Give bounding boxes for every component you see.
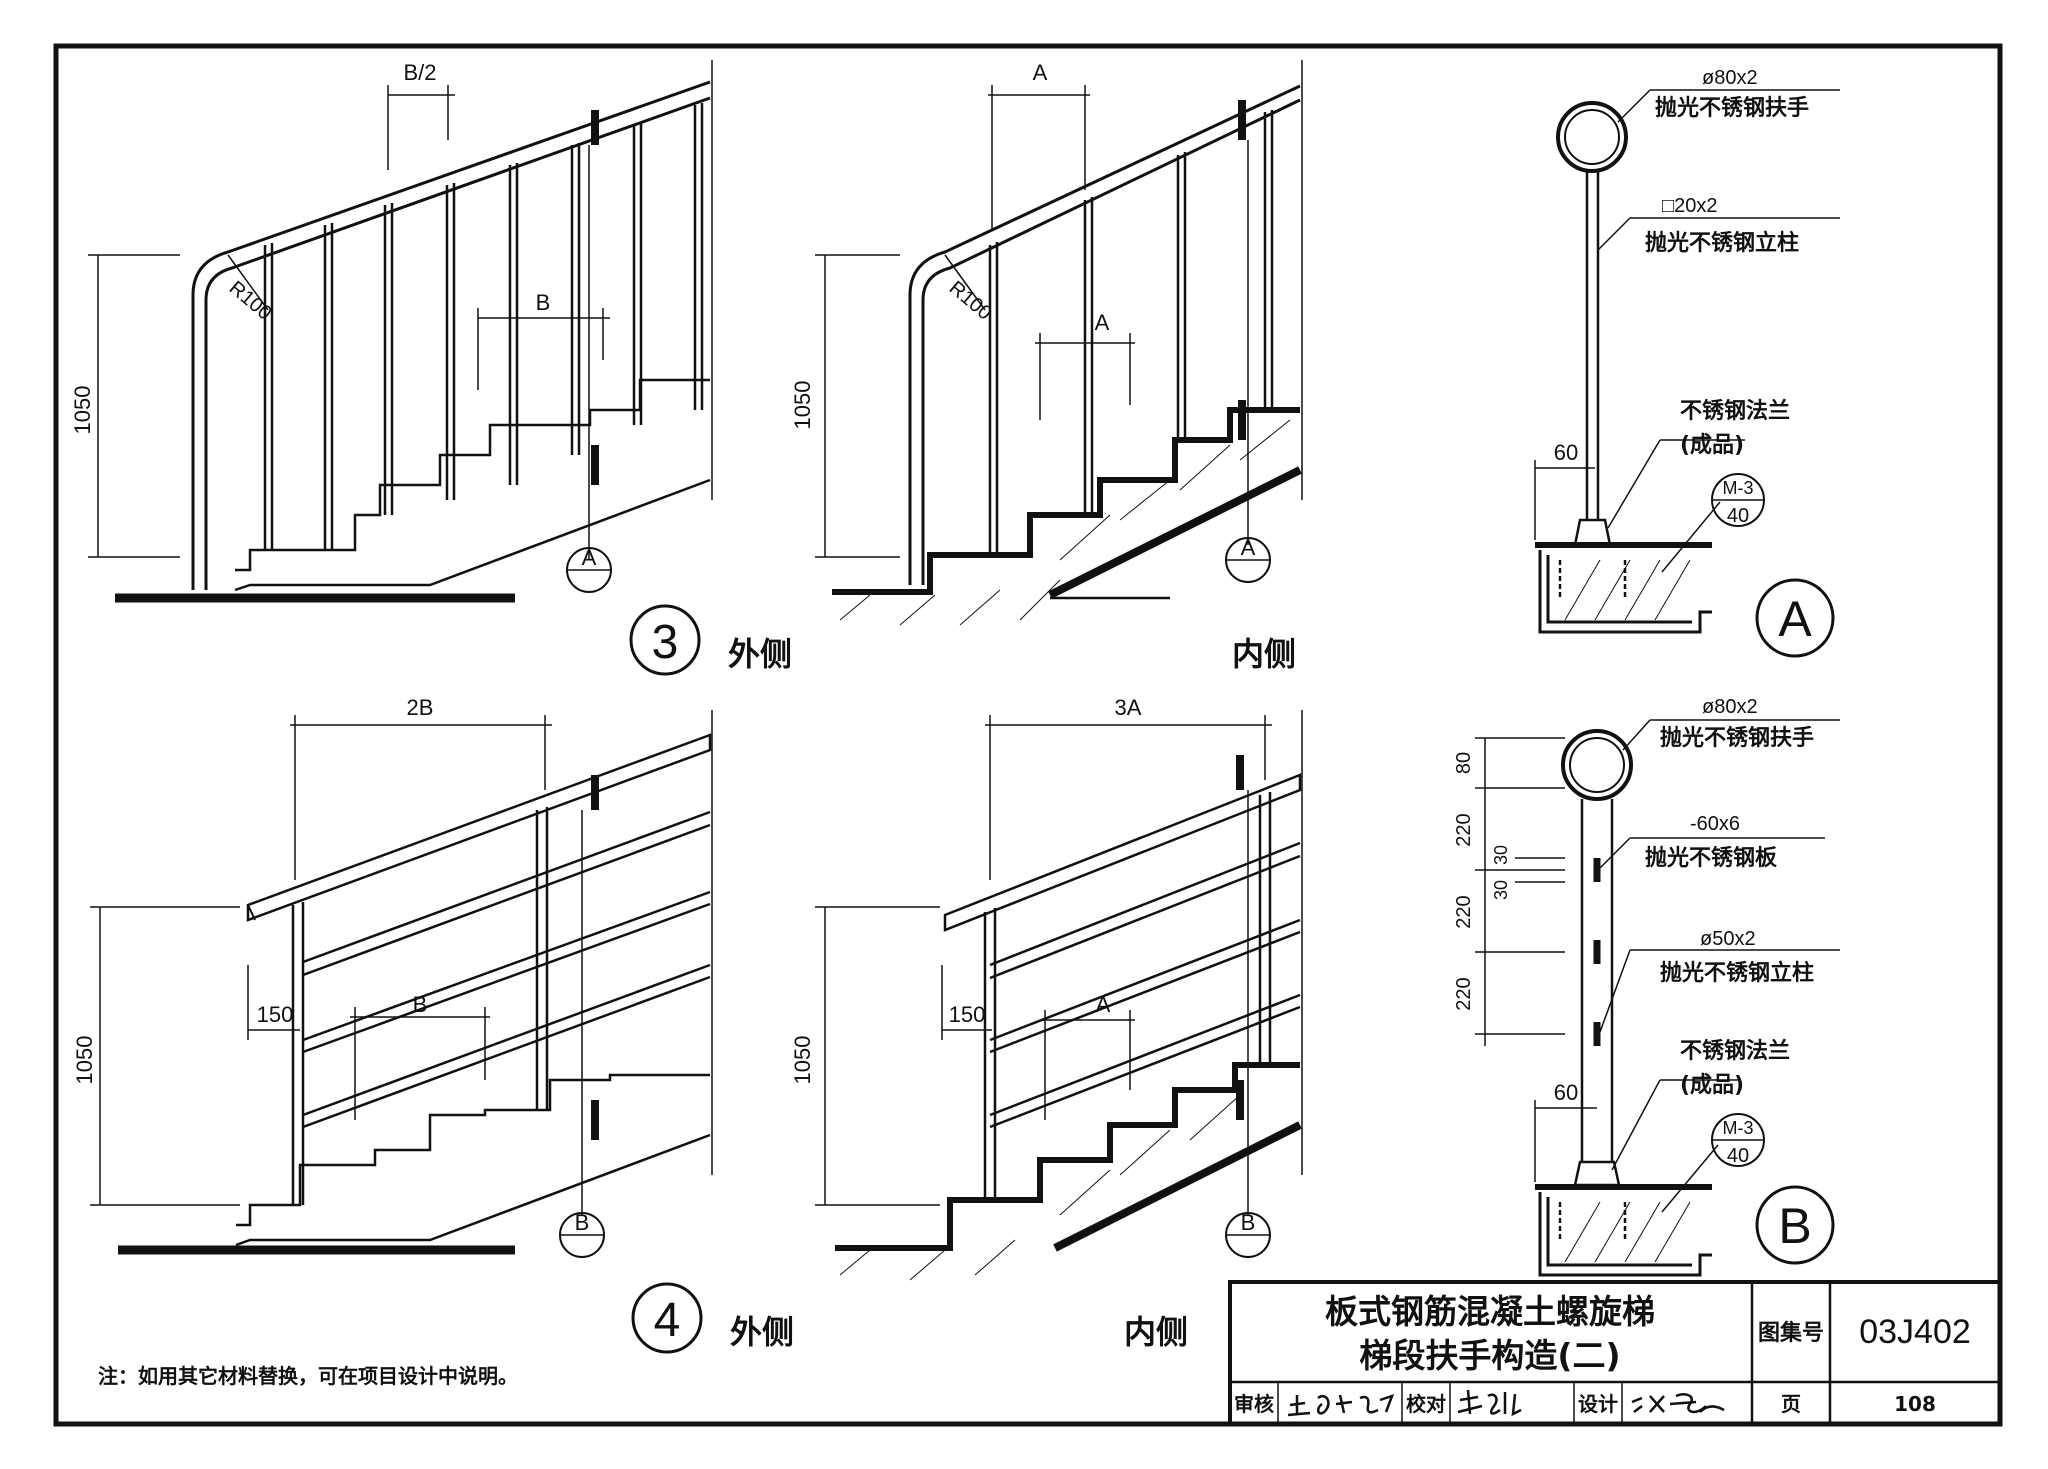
detail4-outer-offset-dim: 150 (257, 1002, 294, 1027)
sheet-border (53, 43, 2003, 1427)
section-b-detail: 80 220 30 30 220 220 M-3 40 ø80x2 抛光不锈钢扶… (1453, 696, 1840, 1277)
detail3-inner-elevation: A 1050 A A R100 (790, 60, 1303, 626)
section-a-post-name: 抛光不锈钢立柱 (1645, 230, 1799, 256)
atlas-number: 03J402 (1859, 1313, 1971, 1351)
detail4-outer-elevation: B 1050 2B 150 B (72, 695, 713, 1258)
design-label: 设计 (1578, 1392, 1618, 1416)
detail3-number-circle (629, 604, 701, 676)
page-number: 108 (1894, 1392, 1936, 1416)
detail4-inner-section-ref: B (1241, 1210, 1256, 1235)
detail4-inner-elevation: B 1050 3A 150 A (790, 695, 1303, 1281)
section-b-ref-bottom: 40 (1727, 1145, 1749, 1167)
section-a-handrail-size: ø80x2 (1702, 67, 1758, 89)
detail4-outer-top-dim: 2B (407, 695, 434, 720)
detail4-inner-label: 内侧 (1124, 1313, 1188, 1351)
title-line-2: 梯段扶手构造(二) (1359, 1336, 1620, 1375)
section-a-dim-60: 60 (1554, 440, 1578, 465)
section-b-dim-60: 60 (1554, 1080, 1578, 1105)
section-a-flange-note: (成品) (1680, 433, 1744, 458)
detail4-inner-offset-dim: 150 (949, 1002, 986, 1027)
section-a-ref-top: M-3 (1723, 478, 1754, 498)
title-block: 板式钢筋混凝土螺旋梯 梯段扶手构造(二) 图集号 03J402 审核 校对 设计… (1228, 1280, 2002, 1426)
title-line-1: 板式钢筋混凝土螺旋梯 (1325, 1292, 1655, 1331)
section-b-flange-note: (成品) (1680, 1073, 1744, 1098)
section-a-label: A (1778, 591, 1812, 647)
section-b-dim-30-a: 30 (1491, 845, 1511, 865)
section-b-handrail-name: 抛光不锈钢扶手 (1660, 725, 1814, 751)
designer-signature (1631, 1393, 1725, 1414)
atlas-label: 图集号 (1758, 1320, 1824, 1346)
section-b-plate-name: 抛光不锈钢板 (1645, 845, 1778, 871)
page-label: 页 (1781, 1392, 1801, 1416)
detail4-outer-label: 外侧 (730, 1313, 794, 1351)
detail4-outer-section-ref: B (575, 1210, 590, 1235)
section-a-ref-bottom: 40 (1727, 505, 1749, 527)
detail3-outer-half-spacing-dim: B/2 (403, 60, 436, 85)
checker-signature (1457, 1389, 1522, 1417)
detail3-inner-mid-dim: A (1095, 310, 1110, 335)
check-label: 校对 (1406, 1392, 1446, 1416)
detail3-outer-elevation: A 1050 B/2 B R100 (70, 60, 713, 603)
detail3-outer-height-dim: 1050 (70, 386, 95, 435)
section-a-handrail-name: 抛光不锈钢扶手 (1655, 95, 1809, 121)
detail4-number-circle (631, 1282, 703, 1354)
detail3-number: 3 (652, 616, 679, 669)
review-label: 审核 (1234, 1392, 1274, 1416)
detail3-inner-label: 内侧 (1232, 635, 1296, 673)
detail4-inner-top-dim: 3A (1115, 695, 1142, 720)
detail4-outer-mid-dim: B (413, 992, 428, 1017)
section-b-dim-30-b: 30 (1491, 880, 1511, 900)
section-b-dim-220-c: 220 (1453, 977, 1475, 1010)
section-b-dim-220-a: 220 (1453, 813, 1475, 846)
section-a-post-size: □20x2 (1662, 195, 1717, 217)
section-b-post-name: 抛光不锈钢立柱 (1660, 960, 1814, 986)
section-b-dim-80: 80 (1453, 752, 1475, 774)
section-b-plate-size: -60x6 (1690, 813, 1740, 835)
detail3-outer-spacing-dim: B (536, 290, 551, 315)
section-a-detail: M-3 40 ø80x2 抛光不锈钢扶手 □20x2 抛光不锈钢立柱 不锈钢法兰… (1534, 67, 1840, 658)
section-b-handrail-size: ø80x2 (1702, 696, 1758, 718)
section-a-flange-name: 不锈钢法兰 (1680, 398, 1790, 424)
section-b-post-size: ø50x2 (1700, 928, 1756, 950)
detail3-inner-section-ref: A (1241, 535, 1256, 560)
detail3-inner-top-dim: A (1033, 60, 1048, 85)
section-b-flange-name: 不锈钢法兰 (1680, 1038, 1790, 1064)
detail4-inner-mid-dim: A (1096, 992, 1111, 1017)
detail4-outer-height-dim: 1050 (72, 1036, 97, 1085)
detail3-outer-radius: R100 (225, 277, 276, 325)
detail4-number: 4 (654, 1294, 681, 1347)
detail3-outer-label: 外侧 (728, 635, 792, 673)
section-b-ref-top: M-3 (1723, 1118, 1754, 1138)
detail3-outer-section-ref: A (582, 545, 597, 570)
detail3-inner-height-dim: 1050 (790, 381, 815, 430)
sheet-note: 注：如用其它材料替换，可在项目设计中说明。 (98, 1364, 518, 1388)
reviewer-signature (1287, 1393, 1395, 1417)
detail3-inner-radius: R100 (945, 277, 996, 325)
section-b-dim-220-b: 220 (1453, 895, 1475, 928)
detail4-inner-height-dim: 1050 (790, 1036, 815, 1085)
section-b-label: B (1778, 1198, 1811, 1254)
